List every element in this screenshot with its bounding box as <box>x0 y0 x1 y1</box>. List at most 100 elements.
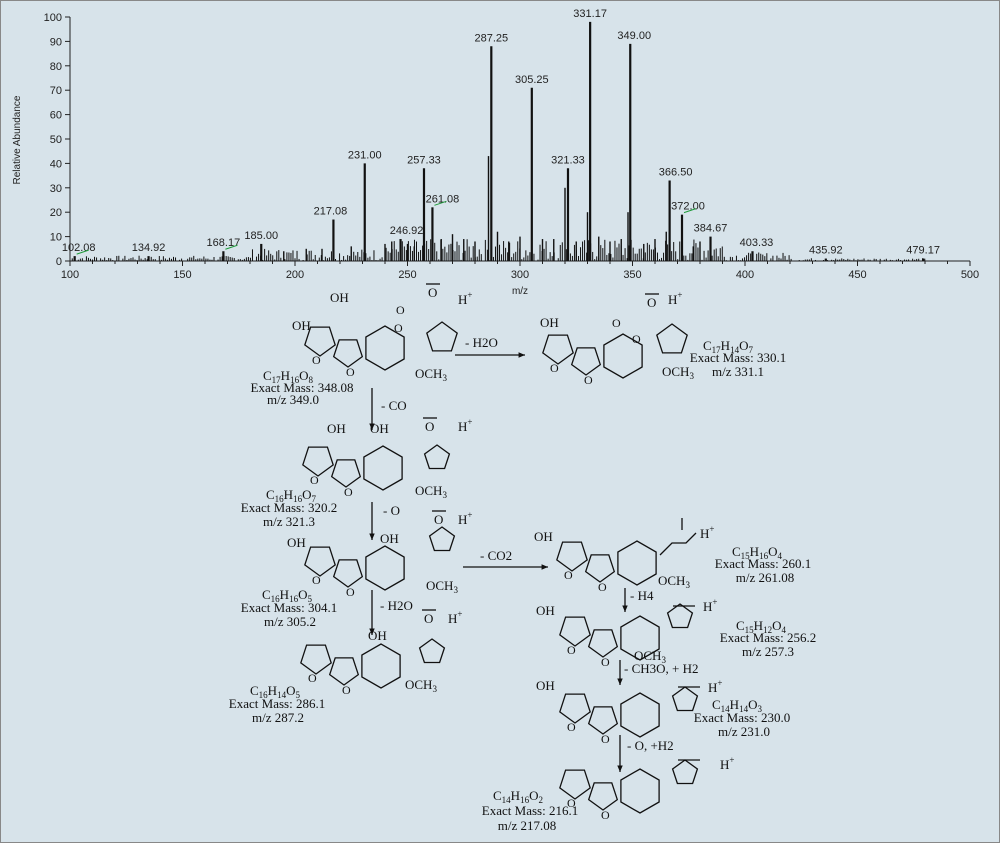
ring <box>587 629 619 658</box>
ring <box>603 333 643 379</box>
arrow-head <box>622 605 628 612</box>
arrow-head <box>369 423 375 430</box>
y-tick-label: 70 <box>50 85 62 97</box>
proton-label: H+ <box>668 290 682 307</box>
ring <box>328 657 360 686</box>
loss-label: - H4 <box>630 588 654 603</box>
hydroxyl-label: OH <box>536 603 555 618</box>
ring-oxygen: O <box>632 332 641 346</box>
oxygen-label: O <box>647 295 656 310</box>
ring-oxygen: O <box>310 473 319 487</box>
hydroxyl-label: OH <box>370 421 389 436</box>
methoxy-label: OCH3 <box>634 648 666 665</box>
oxygen-label: O <box>424 611 433 626</box>
y-axis-title: Relative Abundance <box>12 95 23 184</box>
proton-label: H+ <box>720 755 734 772</box>
ring-oxygen: O <box>344 485 353 499</box>
ring <box>556 541 588 572</box>
peak-label: 366.50 <box>659 166 693 178</box>
ring <box>304 326 336 357</box>
ring <box>426 321 458 352</box>
ring <box>302 446 334 477</box>
ring <box>365 325 405 371</box>
hydroxyl-label: OH <box>327 421 346 436</box>
ring <box>300 644 332 675</box>
ring <box>666 603 694 629</box>
ring-oxygen: O <box>342 683 351 697</box>
hydroxyl-label: OH <box>540 315 559 330</box>
y-tick-label: 60 <box>50 110 62 122</box>
mz-231: m/z 231.0 <box>718 724 770 739</box>
hydroxyl-label: OH <box>330 290 349 305</box>
y-tick-label: 20 <box>50 207 62 219</box>
y-tick-label: 100 <box>44 12 62 24</box>
mz-261: m/z 261.08 <box>736 570 795 585</box>
mz-287: m/z 287.2 <box>252 710 304 725</box>
mz-257: m/z 257.3 <box>742 644 794 659</box>
methoxy-label: OCH3 <box>426 578 458 595</box>
x-tick-label: 400 <box>736 269 754 281</box>
methoxy-label: OCH3 <box>415 483 447 500</box>
ring <box>542 334 574 365</box>
exact-mass-261: Exact Mass: 260.1 <box>715 556 811 571</box>
hydroxyl-label: OH <box>292 318 311 333</box>
carbonyl-oxygen: O <box>612 316 621 330</box>
ring-oxygen: O <box>567 643 576 657</box>
ring-oxygen: O <box>601 808 610 822</box>
methoxy-label: OCH3 <box>405 677 437 694</box>
formula-287: C16H14O5 <box>250 683 300 700</box>
arrow-head <box>617 765 623 772</box>
ring <box>587 706 619 735</box>
formula-349: C17H16O8 <box>263 368 313 385</box>
ring-oxygen: O <box>601 655 610 669</box>
x-tick-label: 150 <box>173 269 191 281</box>
x-tick-label: 250 <box>398 269 416 281</box>
vinyl-chain <box>659 532 697 556</box>
ring-oxygen: O <box>308 671 317 685</box>
mz-321: m/z 321.3 <box>263 514 315 529</box>
exact-mass-349: Exact Mass: 348.08 <box>251 380 354 395</box>
loss-label: - H2O <box>380 598 413 613</box>
arrow-head <box>369 628 375 635</box>
methoxy-label: OCH3 <box>662 364 694 381</box>
x-tick-label: 200 <box>286 269 304 281</box>
ring <box>559 616 591 647</box>
ring <box>428 526 456 552</box>
ring <box>587 782 619 811</box>
ring <box>361 643 401 689</box>
carbonyl-oxygen: O <box>396 303 405 317</box>
peak-label: 261.08 <box>426 193 460 205</box>
ring <box>363 445 403 491</box>
peak-label: 403.33 <box>740 237 774 249</box>
x-tick-label: 350 <box>623 269 641 281</box>
loss-label: - O <box>383 503 400 518</box>
peak-label: 134.92 <box>132 242 166 254</box>
formula-257: C15H12O4 <box>736 618 786 635</box>
formula-305: C16H16O5 <box>262 587 312 604</box>
arrow-head <box>369 533 375 540</box>
ring <box>620 692 660 738</box>
oxygen-label: O <box>428 285 437 300</box>
ring <box>330 459 362 488</box>
formula-321: C16H16O7 <box>266 487 316 504</box>
annotation-mark <box>683 208 697 214</box>
arrow-head <box>518 352 525 358</box>
hydroxyl-label: OH <box>368 628 387 643</box>
ring-oxygen: O <box>564 568 573 582</box>
ring <box>423 444 451 470</box>
hydroxyl-label: OH <box>287 535 306 550</box>
ring-oxygen: O <box>567 720 576 734</box>
ring-oxygen: O <box>584 373 593 387</box>
annotation-mark <box>225 244 238 250</box>
exact-mass-305: Exact Mass: 304.1 <box>241 600 337 615</box>
ring-oxygen: O <box>598 580 607 594</box>
ring <box>620 615 660 661</box>
proton-label: H+ <box>708 678 722 695</box>
peak-label: 372.00 <box>671 201 705 213</box>
ring <box>304 546 336 577</box>
loss-label: - H2O <box>465 335 498 350</box>
mz-217: m/z 217.08 <box>498 818 557 833</box>
oxygen-label: O <box>434 512 443 527</box>
